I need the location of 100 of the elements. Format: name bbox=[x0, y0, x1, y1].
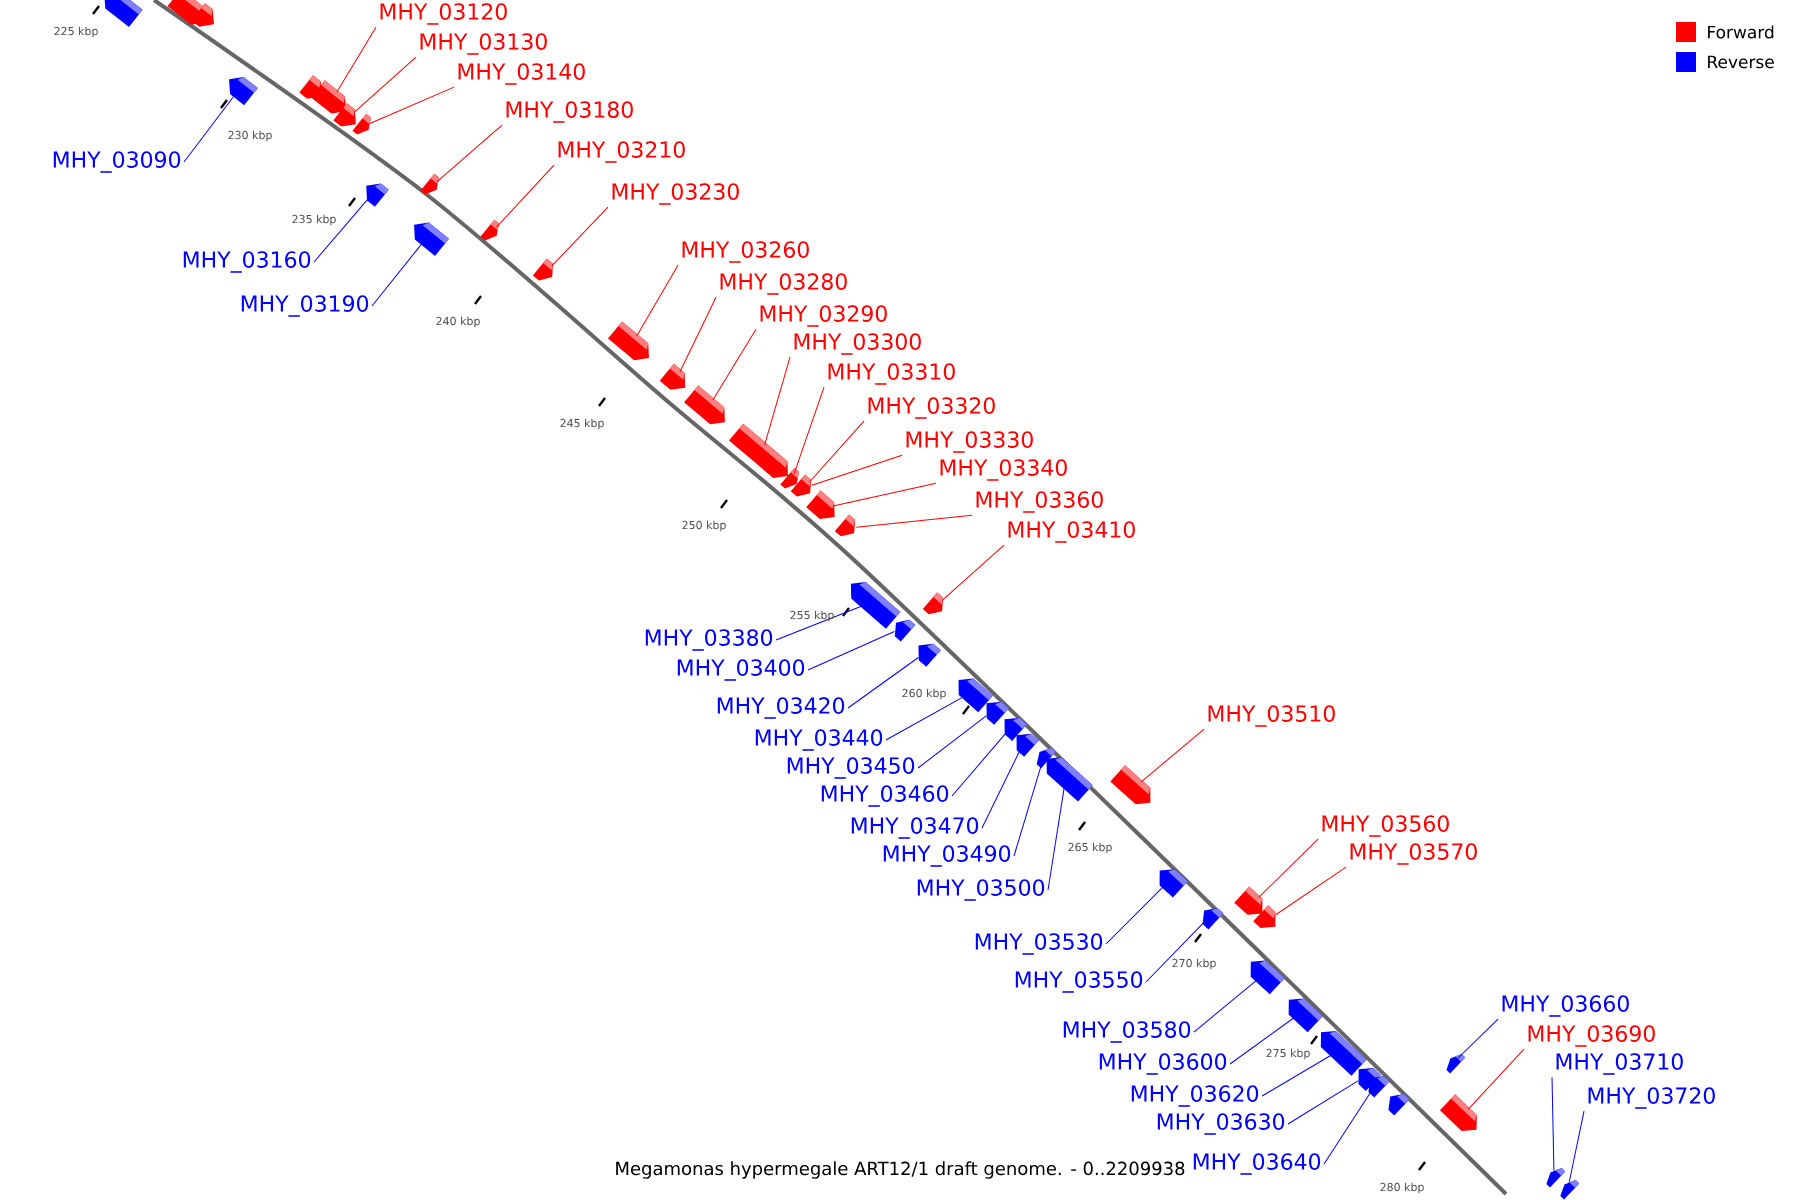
gene-label: MHY_03280 bbox=[720, 273, 847, 295]
leader-line bbox=[1140, 728, 1205, 783]
gene-label: MHY_03230 bbox=[612, 183, 739, 205]
leader-line bbox=[1323, 1090, 1372, 1165]
gene-bar bbox=[352, 113, 371, 135]
leader-line bbox=[1551, 1076, 1555, 1172]
gene-bar bbox=[333, 103, 356, 127]
gene-label: MHY_03160 bbox=[183, 251, 311, 273]
gene-label: MHY_03720 bbox=[1588, 1087, 1715, 1109]
leader-line bbox=[183, 95, 235, 163]
gene-bar bbox=[1250, 960, 1285, 995]
gene-bar bbox=[790, 474, 812, 497]
leader-line bbox=[1229, 1017, 1295, 1065]
leader-line bbox=[809, 420, 865, 483]
gene-bar bbox=[608, 321, 649, 361]
gene-label: MHY_03300 bbox=[794, 333, 921, 355]
gene-label: MHY_03210 bbox=[558, 141, 685, 163]
leader-line bbox=[313, 198, 369, 263]
caption: Megamonas hypermegale ART12/1 draft genome. - 0..2209938 bbox=[616, 1161, 1185, 1179]
gene-label: MHY_03320 bbox=[868, 397, 995, 419]
gene-bar bbox=[1253, 905, 1276, 929]
legend-label: Forward bbox=[1708, 25, 1774, 39]
gene-label: MHY_03360 bbox=[976, 491, 1103, 513]
legend-label: Reverse bbox=[1708, 55, 1774, 69]
gene-bar bbox=[420, 173, 439, 195]
gene-label: MHY_03140 bbox=[458, 63, 585, 85]
leader-line bbox=[1287, 1080, 1359, 1125]
gene-bar bbox=[1446, 1054, 1466, 1074]
gene-bar bbox=[1234, 886, 1263, 915]
leader-line bbox=[951, 732, 1007, 797]
gene-label: MHY_03340 bbox=[940, 459, 1067, 481]
leader-line bbox=[1467, 1048, 1525, 1110]
gene-bar bbox=[229, 76, 258, 106]
gene-bar bbox=[1368, 1076, 1390, 1098]
leader-line bbox=[354, 56, 417, 113]
gene-bar bbox=[1046, 757, 1093, 802]
leader-line bbox=[832, 482, 937, 507]
gene-bar bbox=[834, 514, 856, 537]
gene-label: MHY_03400 bbox=[677, 659, 805, 681]
leader-line bbox=[764, 356, 791, 446]
gene-label: MHY_03500 bbox=[917, 879, 1045, 901]
gene-label: MHY_03470 bbox=[851, 817, 979, 839]
gene-label: MHY_03550 bbox=[1015, 971, 1143, 993]
gene-bar bbox=[894, 619, 916, 642]
leader-line bbox=[941, 544, 1005, 601]
gene-label: MHY_03420 bbox=[717, 697, 845, 719]
leader-line bbox=[1258, 838, 1319, 898]
gene-label: MHY_03630 bbox=[1157, 1113, 1285, 1135]
gene-bar bbox=[850, 581, 901, 629]
leader-line bbox=[371, 242, 423, 307]
leader-line bbox=[1193, 979, 1258, 1033]
gene-label: MHY_03660 bbox=[1502, 995, 1629, 1017]
gene-label: MHY_03690 bbox=[1528, 1025, 1655, 1047]
gene-label: MHY_03310 bbox=[828, 363, 955, 385]
gene-bar bbox=[480, 219, 499, 241]
gene-label: MHY_03460 bbox=[821, 785, 949, 807]
gene-label: MHY_03510 bbox=[1208, 705, 1335, 727]
gene-bar bbox=[1388, 1094, 1410, 1116]
leader-line bbox=[369, 86, 455, 124]
gene-label: MHY_03640 bbox=[1193, 1153, 1321, 1175]
leader-line bbox=[1457, 1018, 1499, 1059]
gene-label: MHY_03450 bbox=[787, 757, 915, 779]
gene-label: MHY_03620 bbox=[1131, 1085, 1259, 1107]
gene-label: MHY_03580 bbox=[1063, 1021, 1191, 1043]
leader-line bbox=[436, 124, 503, 183]
gene-bar bbox=[1439, 1094, 1477, 1131]
leader-line bbox=[679, 296, 717, 373]
gene-bar bbox=[780, 467, 800, 489]
leader-line bbox=[855, 514, 973, 528]
gene-bar bbox=[1202, 907, 1224, 930]
leader-line bbox=[981, 749, 1021, 829]
gene-bar bbox=[532, 258, 553, 281]
gene-label: MHY_03570 bbox=[1350, 843, 1477, 865]
leader-line bbox=[1047, 784, 1066, 891]
gene-bar bbox=[986, 701, 1009, 725]
gene-bar bbox=[922, 592, 944, 615]
gene-bar bbox=[918, 643, 941, 667]
gene-bar bbox=[659, 363, 686, 390]
leader-line bbox=[793, 386, 825, 475]
leader-line bbox=[807, 630, 895, 671]
leader-line bbox=[1013, 761, 1043, 857]
gene-bar bbox=[414, 222, 449, 256]
gene-label: MHY_03190 bbox=[241, 295, 369, 317]
gene-label: MHY_03410 bbox=[1008, 521, 1135, 543]
gene-label: MHY_03710 bbox=[1556, 1053, 1683, 1075]
gene-label: MHY_03120 bbox=[380, 3, 507, 25]
gene-label: MHY_03090 bbox=[53, 151, 181, 173]
gene-label: MHY_03530 bbox=[975, 933, 1103, 955]
leader-line bbox=[636, 264, 679, 337]
leader-line bbox=[917, 715, 988, 769]
leader-line bbox=[775, 604, 864, 641]
leader-line bbox=[336, 26, 377, 93]
leader-line bbox=[847, 657, 919, 709]
leader-line bbox=[811, 454, 903, 486]
leader-line bbox=[495, 164, 555, 228]
gene-label: MHY_03260 bbox=[682, 241, 809, 263]
gene-bar bbox=[191, 3, 214, 27]
gene-label: MHY_03180 bbox=[506, 101, 633, 123]
gene-label: MHY_03380 bbox=[645, 629, 773, 651]
gene-label: MHY_03130 bbox=[420, 33, 547, 55]
